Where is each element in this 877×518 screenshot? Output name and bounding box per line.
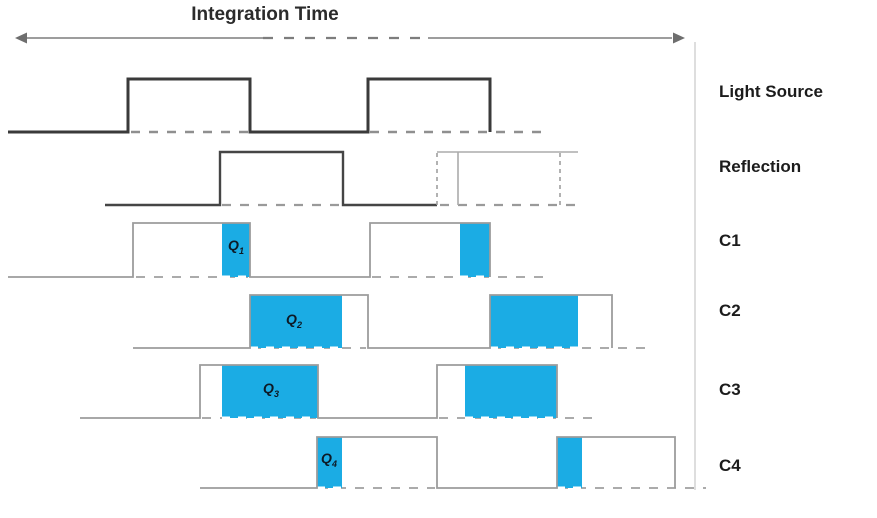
c3-waveform <box>80 364 558 419</box>
signal-label-c3: C3 <box>719 380 741 399</box>
signal-label-c2: C2 <box>719 301 741 320</box>
arrow-head-left-icon <box>15 32 27 44</box>
signal-label-light-source: Light Source <box>719 82 823 101</box>
signal-label-c4: C4 <box>719 456 741 475</box>
c2-charge-fill <box>490 295 578 348</box>
c3-charge-label-sub: 3 <box>273 388 279 399</box>
c4-charge-fill <box>317 437 342 488</box>
arrow-head-right-icon <box>673 32 685 44</box>
c2-charge-label-sub: 2 <box>296 319 302 330</box>
c2-charge-label: Q2 <box>286 312 302 330</box>
c3-charge-fill <box>465 365 557 418</box>
c1-charge-label-base: Q <box>228 237 239 254</box>
c1-charge-label-sub: 1 <box>238 245 244 256</box>
c1-charge-fill <box>460 223 490 277</box>
c2-waveform <box>133 294 613 349</box>
c4-charge-label: Q4 <box>321 451 337 469</box>
c3-charge-label-base: Q <box>263 380 274 397</box>
c1-charge-fill <box>222 223 250 277</box>
reflection-waveform <box>105 150 437 207</box>
c1-charge-label: Q1 <box>228 238 244 256</box>
c4-charge-fill <box>557 437 582 488</box>
c2-charge-label-base: Q <box>286 311 297 328</box>
integration-time-label: Integration Time <box>191 4 339 25</box>
c4-charge-label-base: Q <box>321 450 332 467</box>
c4-waveform <box>200 436 676 489</box>
light-source-waveform <box>8 77 492 134</box>
c3-charge-fill <box>222 365 318 418</box>
signal-label-reflection: Reflection <box>719 157 802 176</box>
c2-charge-fill <box>250 295 342 348</box>
signal-label-c1: C1 <box>719 231 741 250</box>
c1-waveform <box>8 222 491 278</box>
c4-charge-label-sub: 4 <box>331 458 337 469</box>
c3-charge-label: Q3 <box>263 381 279 399</box>
